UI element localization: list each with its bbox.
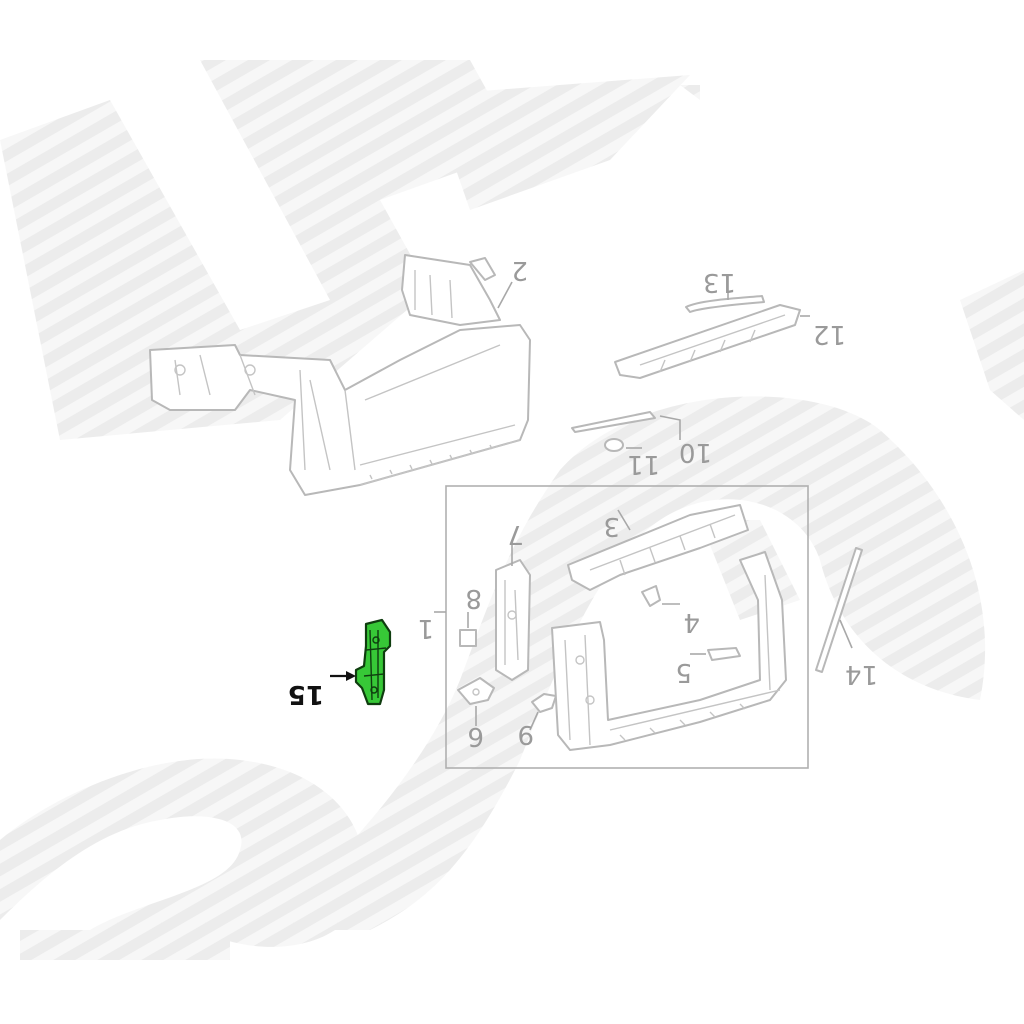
- callout-9: 9: [517, 719, 534, 749]
- part-3-crossmember: [567, 504, 749, 591]
- callout-11: 11: [627, 449, 660, 479]
- watermark: [0, 60, 1024, 960]
- callout-14: 14: [845, 659, 878, 689]
- callout-1: 1: [417, 613, 434, 643]
- part-6-latch: [457, 677, 495, 705]
- leader-9: [529, 711, 539, 731]
- callout-5: 5: [675, 657, 692, 687]
- callout-3: 3: [603, 511, 620, 541]
- part-8-block: [459, 629, 477, 647]
- leader-3: [617, 509, 631, 531]
- callout-13: 13: [703, 267, 736, 297]
- part-7-side-bracket: [495, 559, 531, 681]
- callout-6: 6: [467, 721, 484, 751]
- callout-2: 2: [511, 255, 528, 285]
- part-11-clip: [604, 438, 624, 452]
- callout-12: 12: [813, 319, 846, 349]
- part-1-frame: [551, 551, 787, 751]
- group-box-part-1: [445, 485, 809, 769]
- part-5-clip: [707, 647, 741, 661]
- part-13-rod: [685, 295, 765, 313]
- leader-15: [330, 671, 356, 681]
- part-15-highlighted-bracket: [354, 618, 392, 706]
- part-4-bracket: [641, 585, 661, 607]
- callout-8: 8: [465, 583, 482, 613]
- part-9-guide: [531, 693, 557, 713]
- callout-4: 4: [683, 607, 700, 637]
- leader-2: [497, 281, 513, 309]
- callout-7: 7: [507, 519, 524, 549]
- callout-15: 15: [288, 679, 324, 709]
- leader-14: [839, 619, 853, 649]
- part-12-upper-bar: [614, 304, 801, 379]
- part-14-rod: [815, 547, 863, 673]
- part-10-strip: [571, 411, 656, 433]
- callout-10: 10: [679, 437, 712, 467]
- leader-10: [659, 415, 681, 440]
- part-2-front-structure: [149, 254, 531, 496]
